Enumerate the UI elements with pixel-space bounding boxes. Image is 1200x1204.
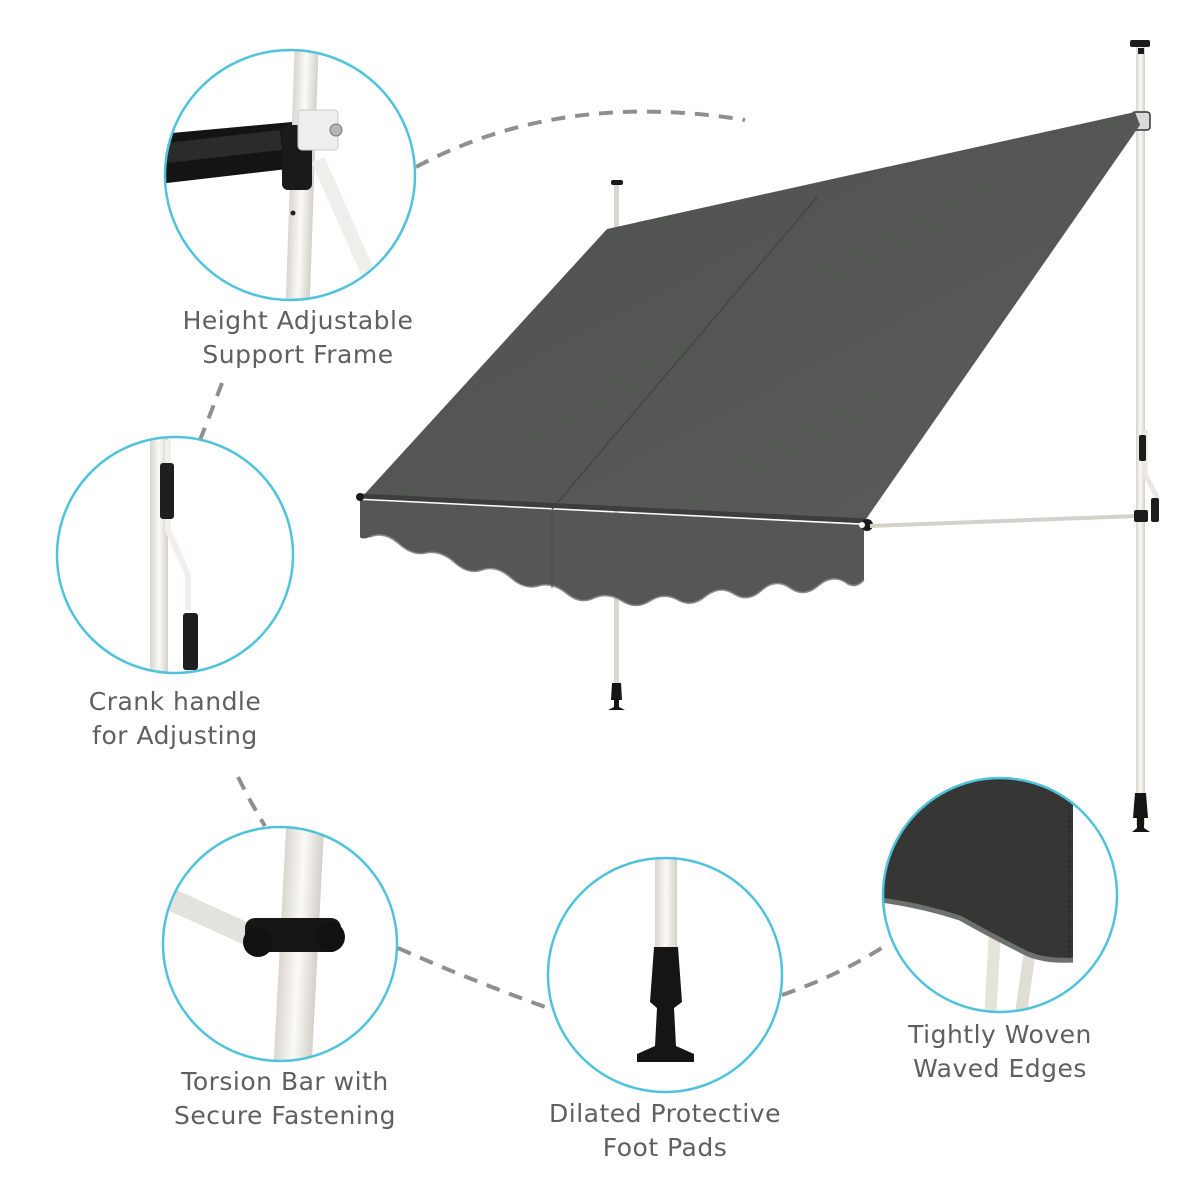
label-line: Height Adjustable xyxy=(182,306,414,335)
label-line: Dilated Protective xyxy=(549,1099,781,1128)
label-torsion-bar: Torsion Bar with Secure Fastening xyxy=(140,1065,430,1133)
callout-crank-image xyxy=(55,435,295,675)
left-pole-foot xyxy=(608,683,625,710)
callout-torsion-image xyxy=(161,825,399,1063)
awning-valance xyxy=(360,500,864,606)
connector-crank-top xyxy=(196,382,224,446)
label-line: Support Frame xyxy=(202,340,394,369)
connector-torsion-foot xyxy=(397,946,549,1010)
callout-waved-image xyxy=(881,776,1119,1014)
callout-ring-waved xyxy=(881,776,1119,1014)
label-crank-handle: Crank handle for Adjusting xyxy=(50,685,300,753)
connector-support-frame xyxy=(415,109,746,169)
label-line: Secure Fastening xyxy=(173,1101,396,1130)
crank-grip-lower-detail xyxy=(183,613,198,670)
callout-ring-crank xyxy=(55,435,295,675)
label-foot-pads: Dilated Protective Foot Pads xyxy=(510,1097,820,1165)
label-line: Crank handle xyxy=(88,687,262,716)
connector-crank-bottom xyxy=(236,776,267,828)
callout-ring-support-frame xyxy=(163,48,417,302)
torsion-arm xyxy=(869,514,1139,528)
crank-grip-upper-detail xyxy=(160,463,174,519)
awning-canopy xyxy=(362,112,1140,522)
label-support-frame: Height Adjustable Support Frame xyxy=(148,304,448,372)
callout-ring-torsion xyxy=(161,825,399,1063)
callout-ring-foot xyxy=(546,856,784,1094)
callout-support-frame-image xyxy=(163,48,417,302)
callout-foot-image xyxy=(546,856,784,1094)
label-line: for Adjusting xyxy=(92,721,258,750)
label-line: Tightly Woven xyxy=(908,1020,1092,1049)
foot-pad xyxy=(637,947,694,1062)
crank-grip-lower xyxy=(1151,498,1159,522)
label-line: Foot Pads xyxy=(602,1133,728,1162)
right-pole-foot xyxy=(1132,793,1150,832)
right-pole xyxy=(1136,45,1145,825)
right-pole-top-cap xyxy=(1130,40,1150,47)
label-line: Torsion Bar with xyxy=(181,1067,389,1096)
label-line: Waved Edges xyxy=(913,1054,1087,1083)
crank-grip-upper xyxy=(1139,435,1146,461)
label-waved-edges: Tightly Woven Waved Edges xyxy=(880,1018,1120,1086)
connector-foot-waved xyxy=(781,942,890,997)
awning-product xyxy=(356,40,1159,832)
